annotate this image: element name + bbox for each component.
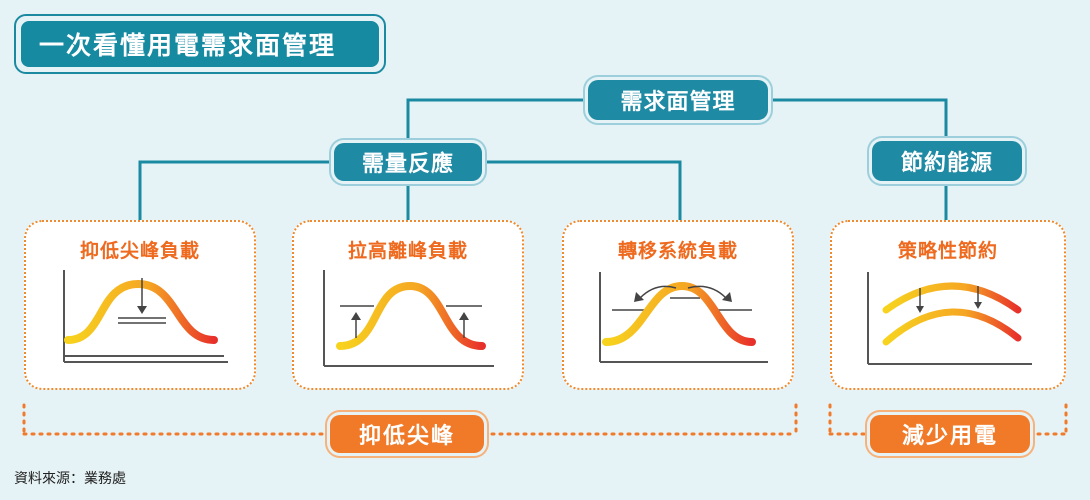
reduced-load-curve [882, 308, 1022, 346]
card-title: 拉高離峰負載 [347, 240, 468, 262]
page-title: 一次看懂用電需求面管理 [21, 21, 379, 67]
title-box: 一次看懂用電需求面管理 [14, 14, 386, 74]
shift-arrow-left [639, 285, 677, 299]
group-reduce-usage: 減少用電 [870, 415, 1030, 453]
card-peak-clipping: 抑低尖峰負載 [24, 220, 256, 390]
shift-arrow-right [687, 285, 727, 299]
up-arrow-head [459, 312, 469, 320]
source-note: 資料來源：業務處 [14, 471, 126, 487]
shift-arrow-head [634, 292, 644, 302]
down-arrow-head [137, 306, 147, 314]
down-arrow-head [916, 306, 924, 313]
card-title: 抑低尖峰負載 [79, 240, 200, 262]
branch-demand-response: 需量反應 [334, 143, 482, 181]
peak-clipping-diagram [63, 270, 228, 363]
group-peak-reduction: 抑低尖峰 [330, 415, 484, 453]
down-arrow-head [974, 302, 982, 309]
load-curve [336, 281, 486, 350]
branch-energy-saving: 節約能源 [872, 141, 1022, 181]
root-node: 需求面管理 [588, 80, 768, 120]
card-load-shifting: 轉移系統負載 [562, 220, 794, 390]
up-arrow-head [351, 312, 361, 320]
card-title: 策略性節約 [897, 240, 998, 262]
card-strategic-saving: 策略性節約 [830, 220, 1066, 390]
load-curve [602, 281, 756, 346]
original-load-curve [882, 282, 1022, 314]
card-valley-filling: 拉高離峰負載 [292, 220, 524, 390]
shift-arrow-head [722, 292, 732, 302]
strategic-saving-diagram [867, 272, 1032, 365]
card-title: 轉移系統負載 [617, 240, 738, 262]
load-curve [64, 279, 218, 344]
valley-filling-diagram [323, 270, 494, 367]
load-shifting-diagram [599, 272, 768, 363]
